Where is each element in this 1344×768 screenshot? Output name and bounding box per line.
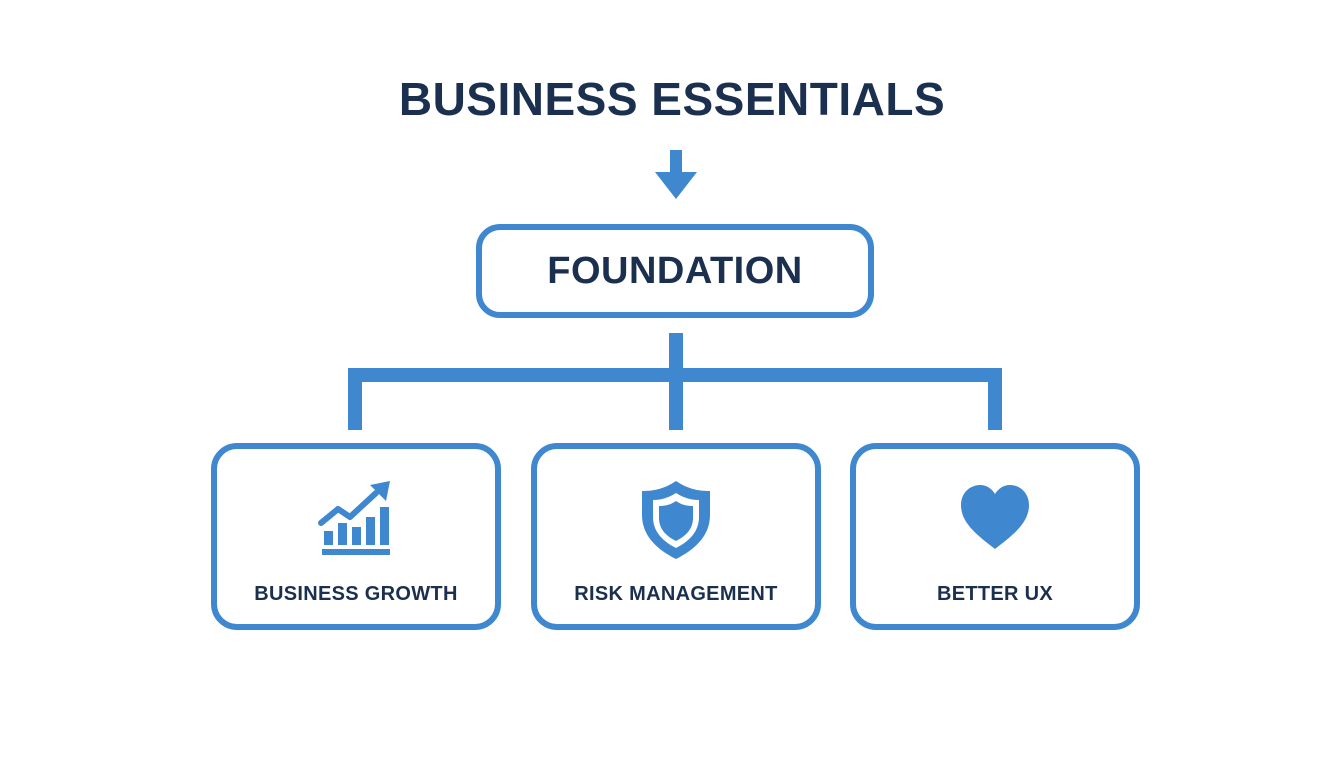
branch-left	[348, 368, 362, 430]
foundation-box: FOUNDATION	[476, 224, 874, 318]
down-arrow-icon	[655, 150, 697, 199]
business-growth-label: BUSINESS GROWTH	[254, 583, 458, 605]
diagram-title: BUSINESS ESSENTIALS	[398, 73, 946, 125]
branch-right	[988, 368, 1002, 430]
better-ux-label: BETTER UX	[936, 583, 1054, 605]
business-growth-box: BUSINESS GROWTH	[211, 443, 501, 630]
heart-icon	[961, 485, 1029, 549]
risk-management-label: RISK MANAGEMENT	[574, 583, 778, 605]
better-ux-box: BETTER UX	[850, 443, 1140, 630]
branch-bar	[348, 368, 1002, 382]
shield-icon	[642, 481, 710, 559]
foundation-label: FOUNDATION	[547, 249, 803, 292]
risk-management-box: RISK MANAGEMENT	[531, 443, 821, 630]
growth-chart-icon	[318, 481, 390, 555]
